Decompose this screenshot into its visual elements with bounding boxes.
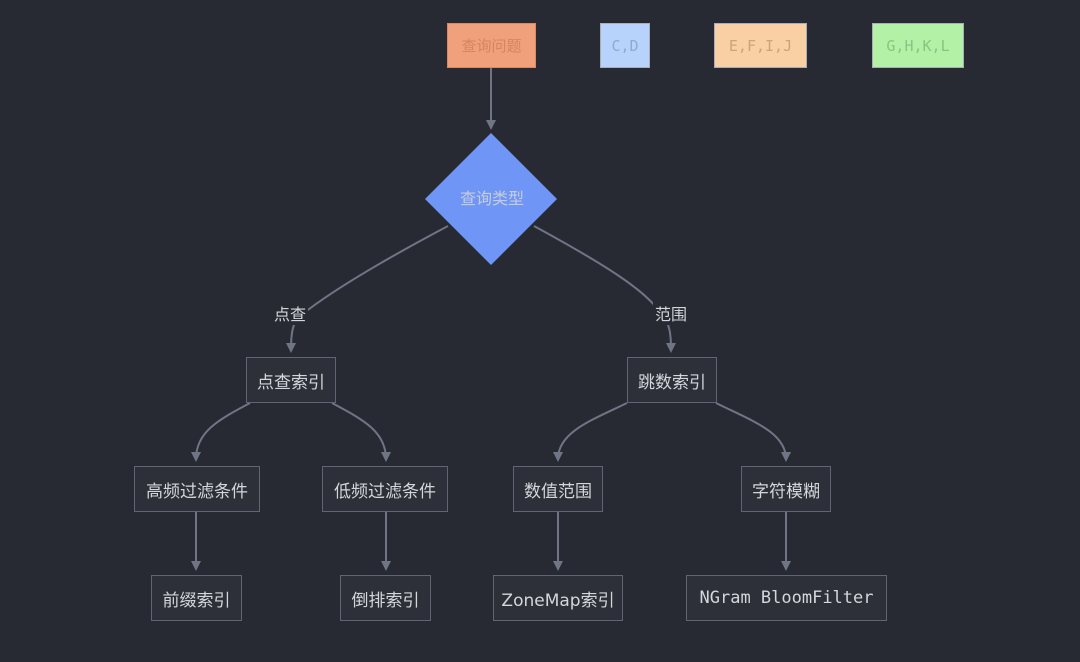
legend-efij: E,F,I,J	[714, 23, 807, 68]
edge-skip-to-numeric	[553, 402, 628, 462]
edge-point-to-low	[331, 402, 391, 462]
node-numeric-range: 数值范围	[513, 466, 603, 512]
edge-type-to-skip-index	[533, 225, 676, 353]
node-ngram-bloomfilter: NGram BloomFilter	[686, 575, 887, 621]
node-skip-index: 跳数索引	[627, 357, 717, 403]
legend-cd: C,D	[600, 23, 650, 68]
node-zonemap-index: ZoneMap索引	[493, 575, 623, 621]
node-string-fuzzy: 字符模糊	[741, 466, 831, 512]
query-type-diamond-shape	[425, 133, 557, 265]
edge-point-to-high	[191, 402, 251, 462]
node-prefix-index: 前缀索引	[151, 575, 242, 621]
legend-query-issue: 查询问题	[447, 23, 536, 68]
legend-ghkl: G,H,K,L	[872, 23, 964, 68]
node-point-index: 点查索引	[246, 357, 336, 403]
edge-type-to-point-index	[286, 225, 449, 353]
edge-label-point-query: 点查	[272, 301, 309, 325]
query-type-label: 查询类型	[459, 189, 524, 208]
edge-skip-to-string	[715, 402, 791, 462]
node-high-freq-filter: 高频过滤条件	[134, 466, 260, 512]
node-inverted-index: 倒排索引	[340, 575, 431, 621]
node-low-freq-filter: 低频过滤条件	[322, 466, 448, 512]
edge-label-range: 范围	[653, 301, 690, 325]
